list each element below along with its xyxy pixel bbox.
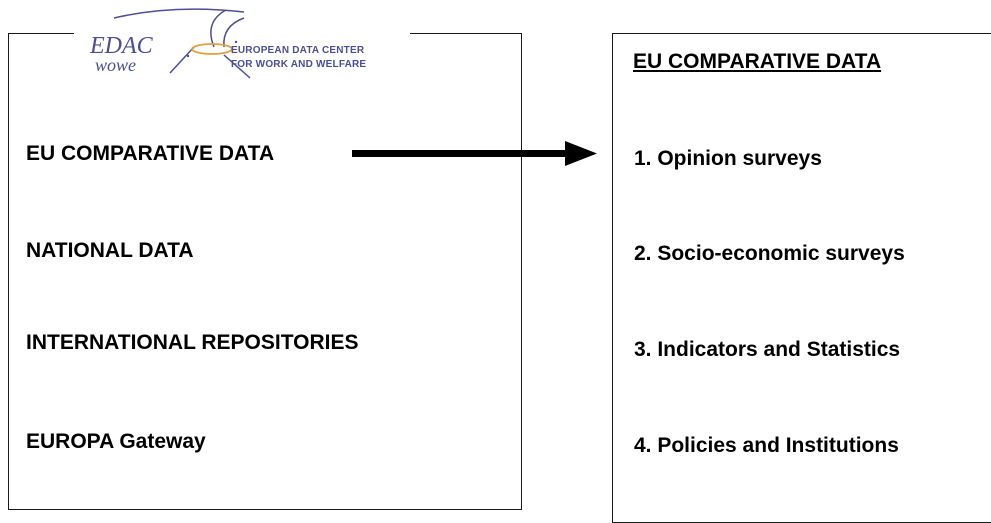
nav-item-national-data[interactable]: NATIONAL DATA <box>26 239 194 262</box>
detail-item-policies-and-institutions[interactable]: 4. Policies and Institutions <box>634 434 899 457</box>
nav-item-eu-comparative-data[interactable]: EU COMPARATIVE DATA <box>26 142 275 165</box>
logo-wordmark-edac: EDAC <box>90 33 153 59</box>
detail-item-socio-economic-surveys[interactable]: 2. Socio-economic surveys <box>634 242 905 265</box>
logo-graphic <box>113 8 251 79</box>
detail-item-indicators-and-statistics[interactable]: 3. Indicators and Statistics <box>634 338 901 361</box>
logo-wordmark-wowe: wowe <box>95 55 137 75</box>
edac-wowe-logo: EDAC wowe EUROPEAN DATA CENTER FOR WORK … <box>74 0 410 82</box>
connector-arrow-icon <box>352 141 597 166</box>
nav-item-international-repositories[interactable]: INTERNATIONAL REPOSITORIES <box>26 331 359 354</box>
logo-tagline-line-2: FOR WORK AND WELFARE <box>231 59 367 70</box>
detail-item-opinion-surveys[interactable]: 1. Opinion surveys <box>634 147 822 170</box>
logo-tagline-line-1: EUROPEAN DATA CENTER <box>231 45 365 56</box>
nav-item-europa-gateway[interactable]: EUROPA Gateway <box>26 430 206 453</box>
detail-panel-title: EU COMPARATIVE DATA <box>633 50 882 73</box>
